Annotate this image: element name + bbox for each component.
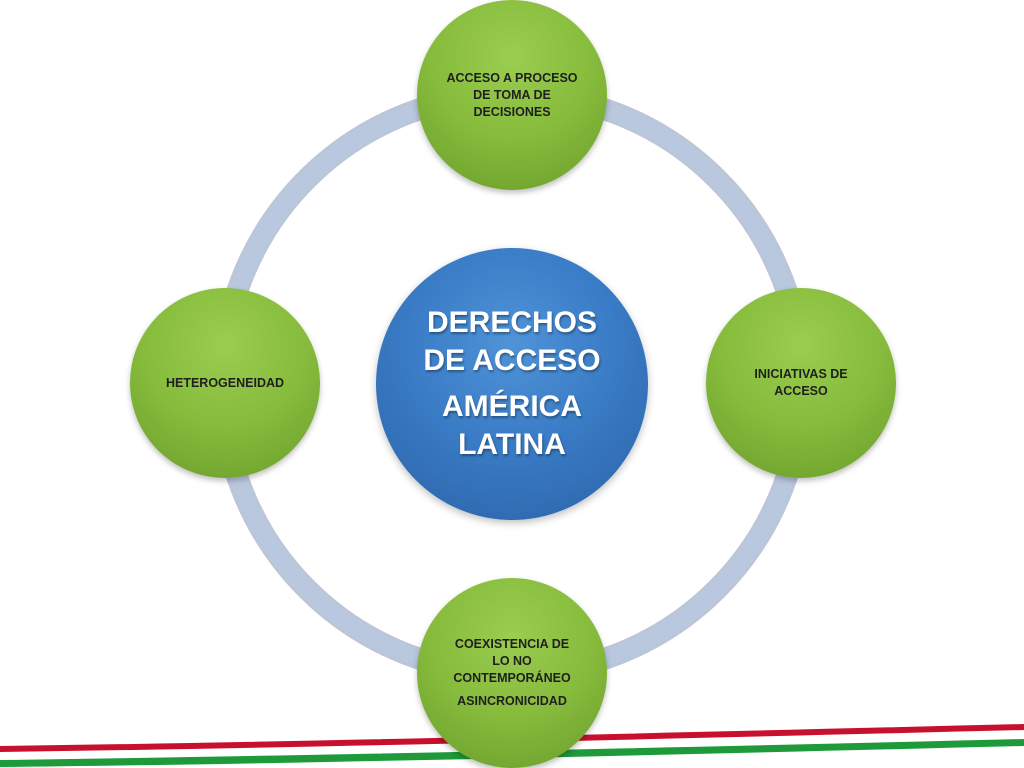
node-label-line: CONTEMPORÁNEO <box>453 671 571 685</box>
center-title-line-2: DE ACCESO <box>423 344 601 377</box>
node-label-line: DECISIONES <box>473 104 551 119</box>
node-iniciativas-acceso: INICIATIVAS DE ACCESO <box>706 288 896 478</box>
node-acceso-decisiones: ACCESO A PROCESO DE TOMA DE DECISIONES <box>417 0 607 190</box>
node-label-line: COEXISTENCIA DE <box>454 637 570 651</box>
node-label-line: HETEROGENEIDAD <box>165 375 285 390</box>
node-label-line: DE TOMA DE <box>473 87 551 102</box>
node-label-line: ACCESO <box>774 384 828 398</box>
node-heterogeneidad: HETEROGENEIDAD <box>130 288 320 478</box>
node-label-line: LO NO <box>492 654 532 668</box>
center-title-line-3: AMÉRICA <box>442 390 582 423</box>
node-label-extra: ASINCRONICIDAD <box>457 694 567 708</box>
node-label-line: ACCESO A PROCESO <box>446 70 578 85</box>
center-title-line-1: DERECHOS <box>426 306 598 339</box>
node-coexistencia: COEXISTENCIA DE LO NO CONTEMPORÁNEO ASIN… <box>417 578 607 768</box>
center-node: DERECHOS DE ACCESO AMÉRICA LATINA <box>376 248 648 520</box>
node-label-line: INICIATIVAS DE <box>754 367 848 381</box>
center-title-line-4: LATINA <box>458 428 566 461</box>
